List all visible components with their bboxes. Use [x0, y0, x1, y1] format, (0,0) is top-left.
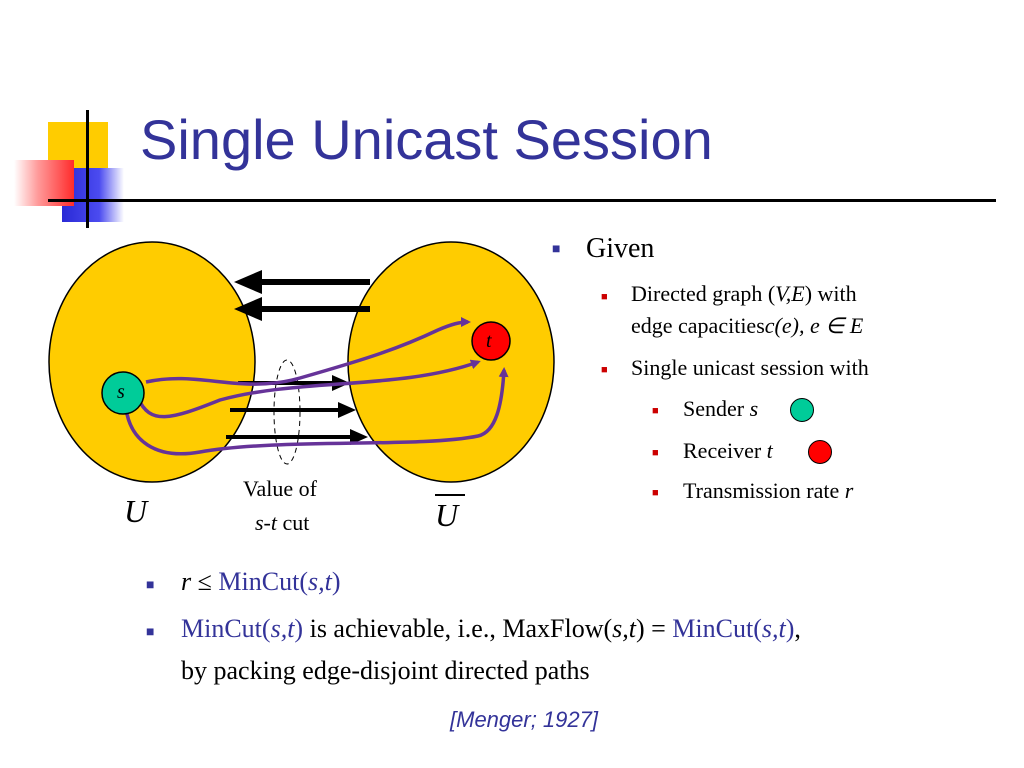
backward-edge-2 — [234, 297, 370, 321]
forward-edge-2 — [230, 402, 356, 418]
region-U-label: U — [124, 493, 148, 529]
flow-path-2 — [136, 359, 481, 419]
bullet-single-unicast: Single unicast session with — [631, 355, 869, 380]
node-s-label: s — [117, 381, 125, 403]
node-t-label: t — [486, 330, 492, 352]
cut-dashed-ellipse — [273, 359, 301, 465]
bullet-marker: ■ — [601, 291, 608, 303]
cut-label-line2: s-t cut — [255, 510, 310, 535]
bullet-directed-graph: Directed graph (V,E) with — [631, 281, 857, 306]
slide-title: Single Unicast Session — [140, 108, 713, 171]
receiver-legend-circle — [808, 440, 832, 464]
backward-edge-1 — [234, 270, 370, 294]
decor-red-square — [14, 160, 74, 206]
region-U-ellipse — [48, 241, 256, 483]
region-Ubar-label: U — [435, 497, 459, 533]
flow-path-1 — [145, 317, 471, 386]
title-underline — [48, 199, 996, 202]
bullet-marker: ■ — [652, 447, 659, 459]
bullet-marker: ■ — [601, 364, 608, 376]
node-s-circle — [101, 371, 145, 415]
bullet-given: Given — [586, 233, 655, 264]
flow-path-3 — [124, 367, 509, 456]
region-Ubar-ellipse — [347, 241, 555, 483]
bullet-marker: ■ — [652, 405, 659, 417]
decor-vertical-line — [86, 110, 89, 228]
sender-legend-circle — [790, 398, 814, 422]
node-t-circle — [471, 321, 511, 361]
bullet-receiver: Receiver t — [683, 438, 773, 463]
cut-label-line1: Value of — [243, 476, 317, 501]
citation: [Menger; 1927] — [450, 707, 598, 732]
bullet-sender: Sender s — [683, 396, 759, 421]
forward-edge-3 — [226, 429, 368, 445]
bullet-marker: ■ — [552, 242, 561, 257]
bullet-achievable-line2: by packing edge-disjoint directed paths — [181, 656, 590, 685]
bullet-transmission-rate: Transmission rate r — [683, 478, 854, 503]
bullet-marker: ■ — [146, 578, 155, 593]
bullet-marker: ■ — [652, 487, 659, 499]
bullet-rate-bound: r ≤ MinCut(s,t) — [181, 567, 341, 596]
region-Ubar-overline — [435, 494, 465, 496]
bullet-marker: ■ — [146, 625, 155, 640]
bullet-achievable: MinCut(s,t) is achievable, i.e., MaxFlow… — [181, 614, 801, 643]
bullet-edge-capacities: edge capacitiesc(e), e ∈ E — [631, 313, 864, 338]
